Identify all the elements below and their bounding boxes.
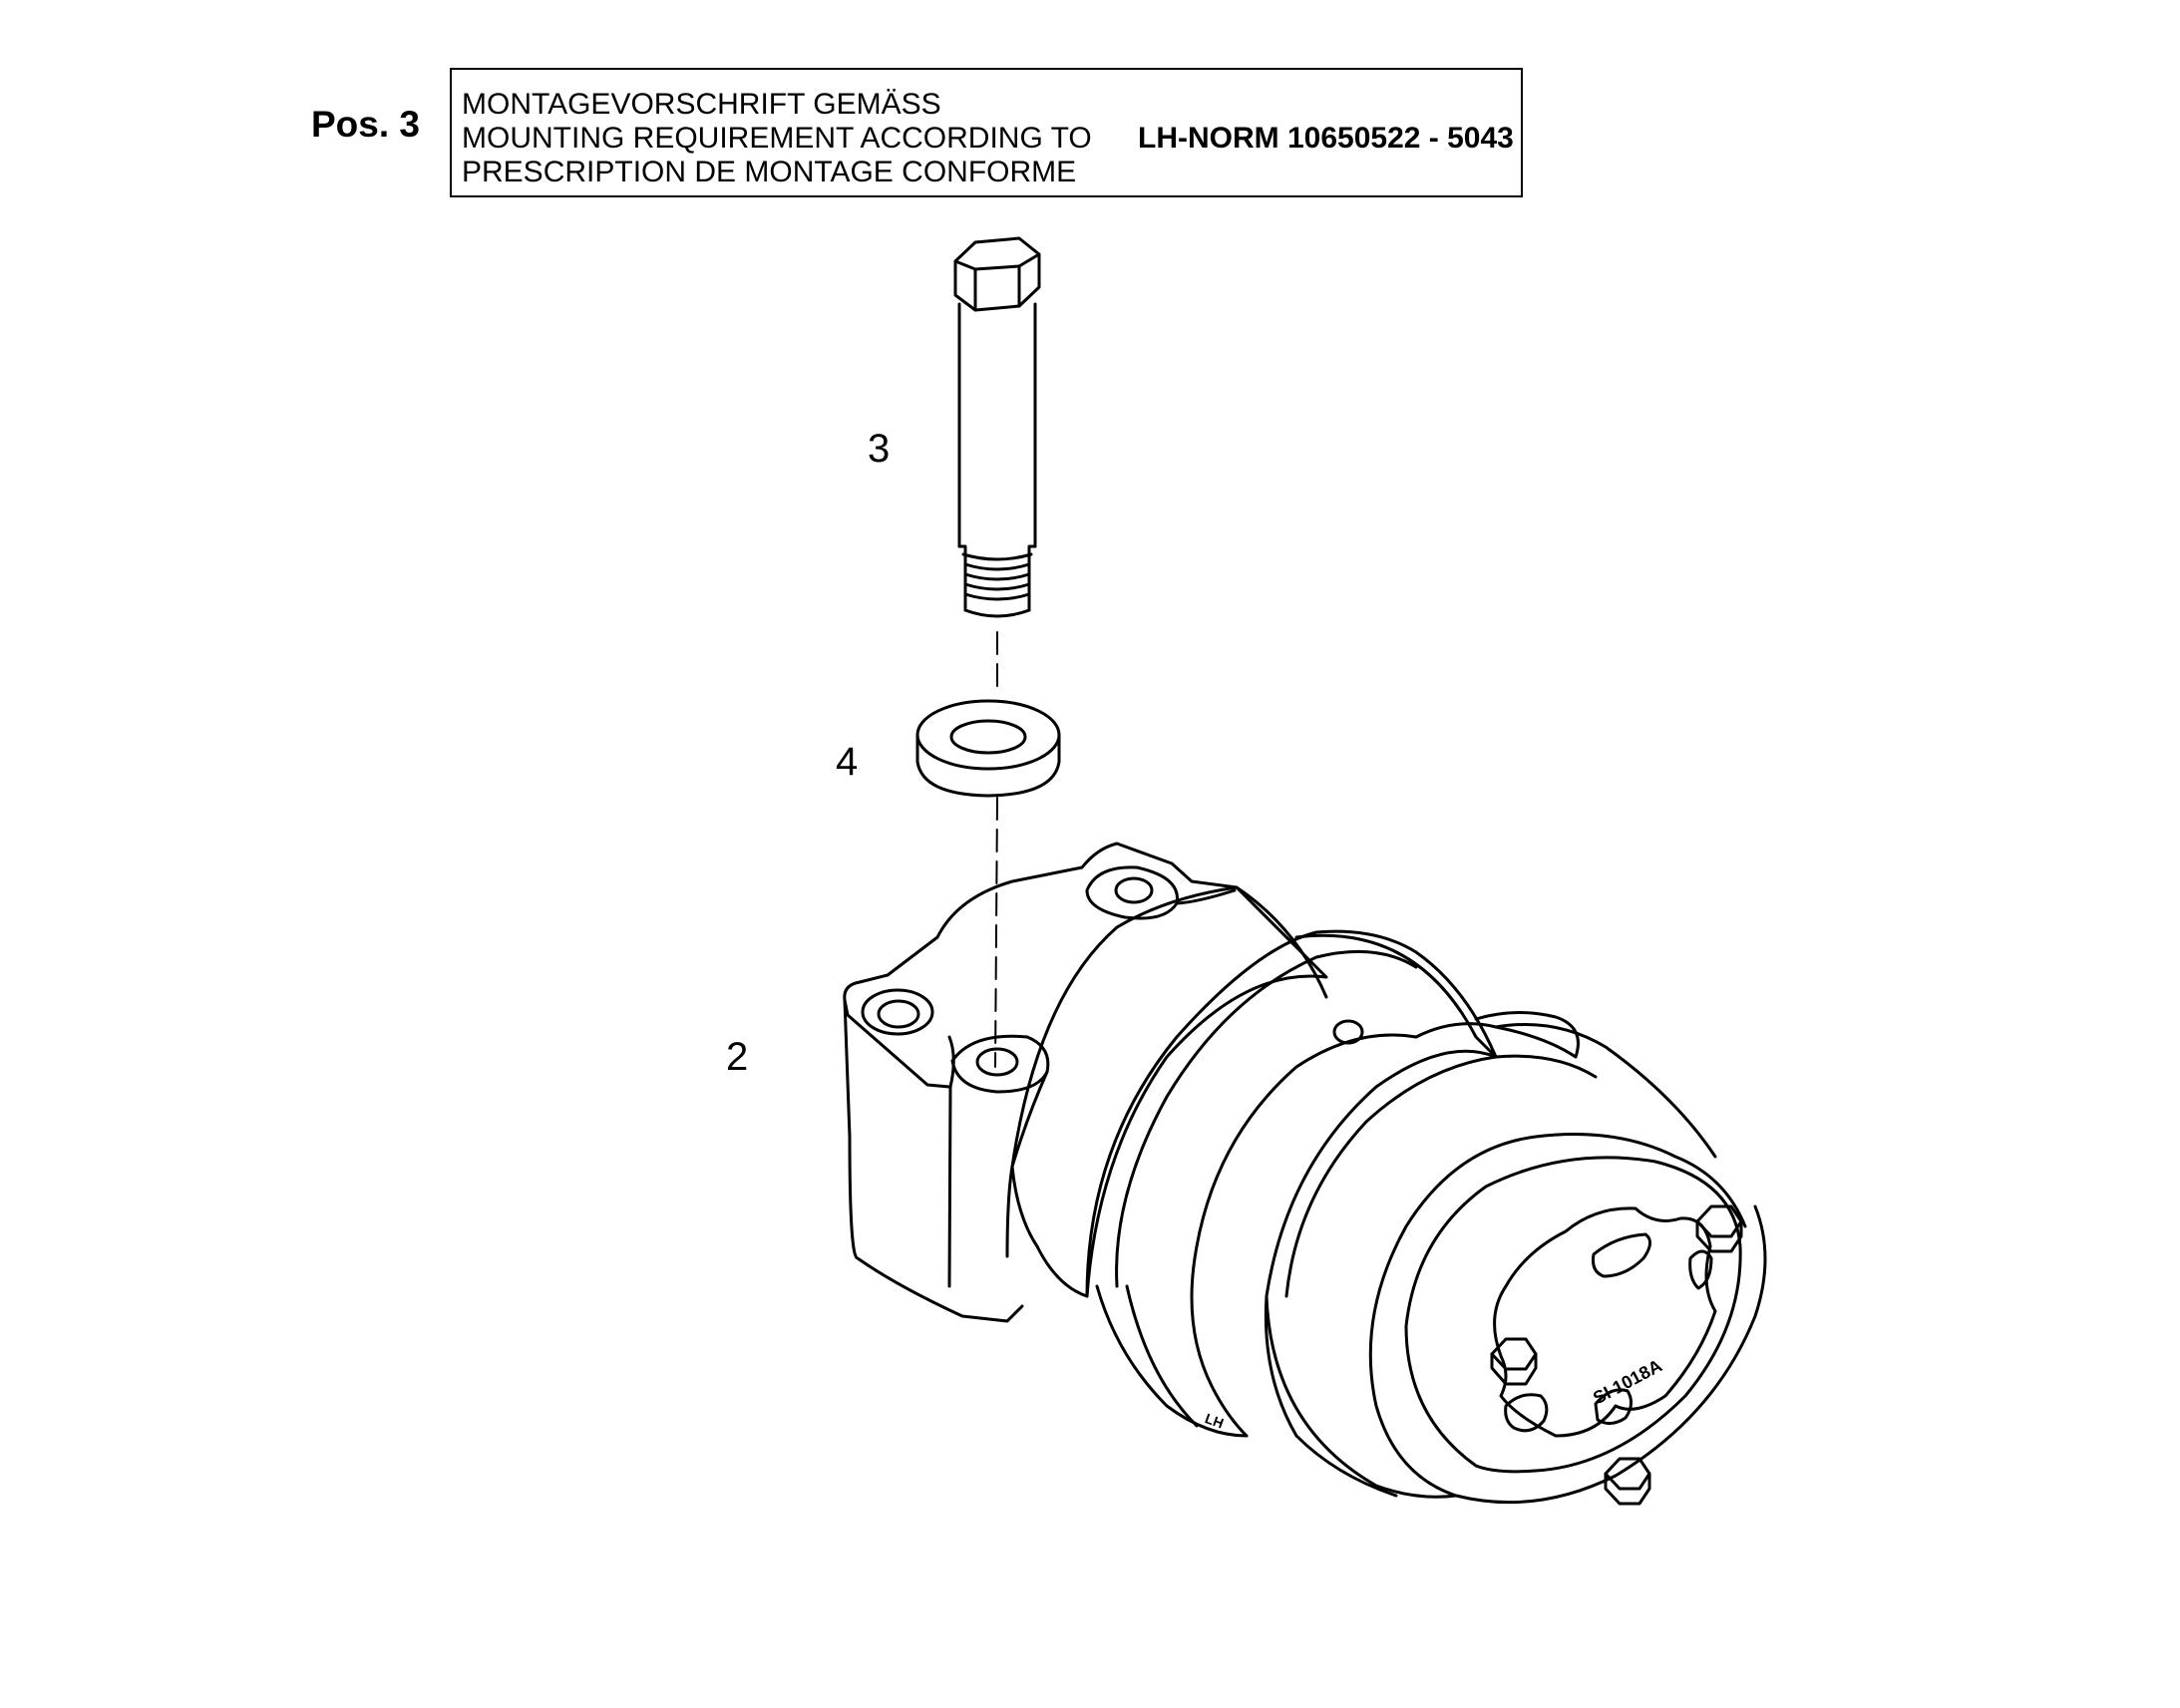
- body-marking: LH: [1203, 1410, 1226, 1431]
- track-roller: [843, 842, 1767, 1506]
- assembly-axis: [994, 631, 998, 1068]
- mounting-requirement-box: MONTAGEVORSCHRIFT GEMÄSS MOUNTING REQUIR…: [450, 68, 1523, 197]
- requirement-line-french: PRESCRIPTION DE MONTAGE CONFORME: [462, 156, 1077, 188]
- washer: [915, 699, 1061, 798]
- callout-bolt: 3: [868, 427, 891, 471]
- requirement-line-english: MOUNTING REQUIREMENT ACCORDING TO: [462, 122, 1092, 155]
- cover-marking: SI 1018A: [1590, 1355, 1665, 1408]
- hex-bolt: [953, 236, 1041, 618]
- callout-washer: 4: [836, 740, 859, 784]
- requirement-line-german: MONTAGEVORSCHRIFT GEMÄSS: [462, 88, 941, 121]
- callout-roller: 2: [726, 1035, 749, 1079]
- cover-screws: [1490, 1204, 1743, 1506]
- norm-reference: LH-NORM 10650522 - 5043: [1138, 122, 1514, 155]
- position-label: Pos. 3: [311, 104, 420, 145]
